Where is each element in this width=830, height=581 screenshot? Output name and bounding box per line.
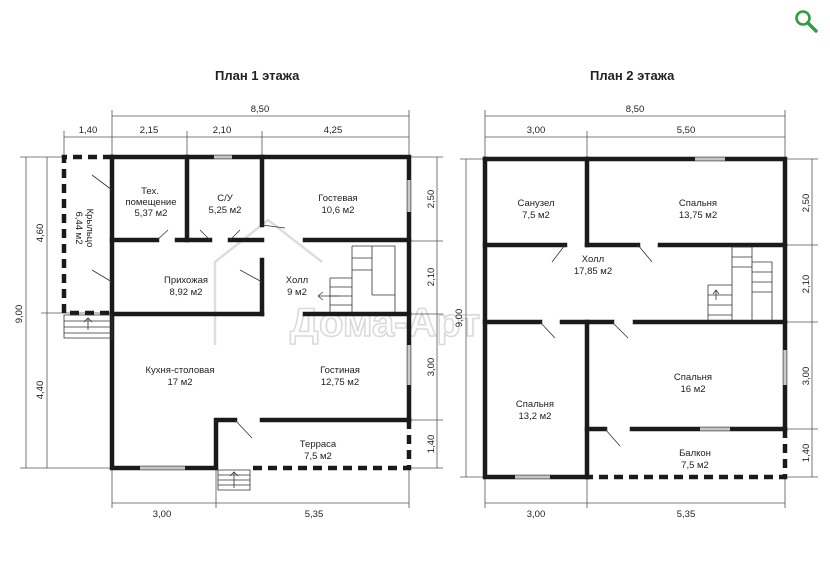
plan2-dim-top-1: 3,00 (527, 125, 546, 136)
plan1-room-tech-name2: помещение (125, 197, 176, 208)
plan1: 8,50 1,40 2,15 2,10 4,25 3,00 5,35 9,00 … (14, 104, 443, 520)
watermark-text: Дома-Арт (290, 301, 480, 345)
plan2-room-bed1-area: 13,75 м2 (679, 210, 717, 221)
plan1-dim-top-3: 2,10 (213, 125, 232, 136)
plan1-dim-right-4: 1,40 (426, 435, 437, 454)
plan2-dim-right-4: 1,40 (801, 444, 812, 463)
plan2-doors (539, 244, 653, 447)
plan2-dim-bottom-1: 3,00 (527, 509, 546, 520)
plan1-dim-bottom-2: 5,35 (305, 509, 324, 520)
plan1-room-tech-name: Тех. (141, 186, 159, 197)
plan2-dim-bottom-2: 5,35 (677, 509, 696, 520)
plan1-dim-left-1: 4,60 (35, 224, 46, 243)
plan2-dim-right-2: 2,10 (801, 275, 812, 294)
plan1-dim-top-1: 1,40 (79, 125, 98, 136)
plan1-room-living-name: Гостиная (320, 365, 360, 376)
plan2: 8,50 3,00 5,50 3,00 5,35 9,00 2,50 2,10 … (454, 104, 818, 520)
plan2-dim-top-2: 5,50 (677, 125, 696, 136)
plan1-dim-left-2: 4,40 (35, 381, 46, 400)
plan1-room-hall-name: Холл (286, 275, 308, 286)
plan2-room-balcony-area: 7,5 м2 (681, 460, 709, 471)
plan2-room-bath-name: Санузел (517, 198, 554, 209)
plan1-dim-right-2: 2,10 (426, 268, 437, 287)
plan1-dim-top-4: 4,25 (324, 125, 343, 136)
plan2-room-bed3-area: 13,2 м2 (519, 411, 552, 422)
plan1-dim-bottom-1: 3,00 (153, 509, 172, 520)
plan2-dim-top-total: 8,50 (626, 104, 645, 115)
plan1-room-porch-name: Крыльцо (84, 209, 95, 248)
plan1-room-entry-area: 8,92 м2 (170, 287, 203, 298)
plan1-room-tech-area: 5,37 м2 (135, 208, 168, 219)
plan1-dim-top-total: 8,50 (251, 104, 270, 115)
plan1-room-hall-area: 9 м2 (287, 287, 307, 298)
plan1-dim-left-total: 9,00 (14, 305, 25, 324)
plan1-stairs (63, 245, 396, 491)
plan1-walls (61, 154, 412, 471)
plan1-room-wc-name: С/У (217, 193, 234, 204)
plan1-room-entry-name: Прихожая (164, 275, 208, 286)
plan2-dim-right-3: 3,00 (801, 367, 812, 386)
plan1-room-kitchen-area: 17 м2 (167, 377, 192, 388)
plan2-dim-left-total: 9,00 (454, 309, 465, 328)
plan1-dim-top-2: 2,15 (140, 125, 159, 136)
plan2-stairs (707, 246, 773, 320)
plan1-room-guest-name: Гостевая (318, 193, 357, 204)
plan1-title: План 1 этажа (215, 68, 300, 83)
plan2-room-bed2-name: Спальня (674, 372, 712, 383)
plan2-room-hall-area: 17,85 м2 (574, 266, 612, 277)
plan2-windows (515, 157, 787, 479)
plan2-dim-right-1: 2,50 (801, 194, 812, 213)
plan1-windows (140, 155, 411, 470)
plan2-title: План 2 этажа (590, 68, 675, 83)
plan1-room-wc-area: 5,25 м2 (209, 205, 242, 216)
plan2-room-bed2-area: 16 м2 (680, 384, 705, 395)
plan2-room-hall-name: Холл (582, 254, 604, 265)
plan1-dim-right-3: 3,00 (426, 358, 437, 377)
plan1-room-terrace-name: Терраса (300, 439, 337, 450)
plan1-room-guest-area: 10,6 м2 (322, 205, 355, 216)
plan2-room-bed3-name: Спальня (516, 399, 554, 410)
zoom-icon[interactable] (793, 8, 819, 34)
plan2-walls (482, 156, 788, 480)
plan2-room-bath-area: 7,5 м2 (522, 210, 550, 221)
plan1-dim-right-1: 2,50 (426, 190, 437, 209)
plan2-room-bed1-name: Спальня (679, 198, 717, 209)
plan1-room-living-area: 12,75 м2 (321, 377, 359, 388)
plan1-room-terrace-area: 7,5 м2 (304, 451, 332, 462)
plan1-room-porch-area: 6,44 м2 (73, 212, 84, 245)
plan1-doors (91, 174, 286, 439)
plan1-room-kitchen-name: Кухня-столовая (146, 365, 215, 376)
plan2-room-balcony-name: Балкон (679, 448, 711, 459)
